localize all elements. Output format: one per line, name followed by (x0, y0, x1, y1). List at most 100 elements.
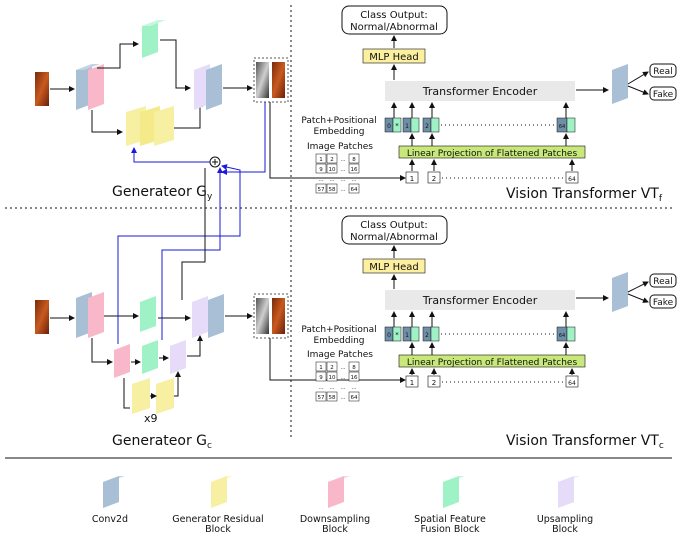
patch-cell-label: 64 (351, 395, 358, 401)
generated-scan-image (272, 298, 285, 334)
patch-cell (315, 183, 327, 194)
svg-text:Linear Projection of Flattened: Linear Projection of Flattened Patches (407, 358, 578, 368)
patch-cell-label: 9 (319, 375, 323, 381)
svg-text:Real: Real (653, 67, 672, 77)
patch-cell-label: 8 (352, 365, 356, 371)
patch-cell-label: ... (340, 187, 345, 193)
class-output-box (341, 5, 448, 35)
patch-cell-label: ... (318, 385, 323, 391)
patch-cell-label: 1 (319, 157, 323, 163)
linear-projection (398, 354, 586, 368)
patch-box (565, 375, 579, 388)
svg-text:Embedding: Embedding (313, 127, 364, 137)
input-scan-image (35, 300, 49, 334)
legend-swatch (443, 476, 459, 508)
patch-cell (348, 153, 360, 164)
input-scan-image (35, 72, 49, 106)
svg-text:Embedding: Embedding (313, 336, 364, 346)
mlp-head (362, 258, 426, 274)
fusion-block (140, 296, 156, 332)
patch-cell-label: 57 (318, 395, 325, 401)
downsampling-block (88, 292, 104, 338)
svg-text:64: 64 (568, 380, 576, 387)
patch-cell-label: ... (329, 177, 334, 183)
svg-text:MLP Head: MLP Head (369, 52, 419, 63)
svg-text:64: 64 (559, 124, 565, 130)
svg-text:Transformer Encoder: Transformer Encoder (422, 85, 538, 98)
legend-swatch (211, 476, 227, 508)
patch-cell-label: ... (351, 177, 356, 183)
patch-cell (348, 361, 360, 372)
generated-gray-image (256, 62, 269, 98)
linear-projection (398, 145, 586, 159)
svg-text:1: 1 (410, 175, 414, 183)
svg-text:Transformer Encoder: Transformer Encoder (422, 294, 538, 307)
patch-cell-label: 64 (351, 187, 358, 193)
legend-label: Fusion Block (420, 524, 480, 533)
svg-text:0: 0 (387, 123, 391, 130)
patch-cell-label: 1 (319, 365, 323, 371)
patch-cell (326, 391, 338, 402)
legend-label: Downsampling (300, 514, 370, 525)
transformer-encoder (385, 290, 575, 310)
downsampling-block (114, 344, 130, 378)
generator-bottom: x9 Generateor Gc (35, 164, 406, 451)
svg-text:2: 2 (432, 175, 436, 183)
svg-text:MLP Head: MLP Head (369, 262, 419, 273)
legend-label: Block (322, 524, 348, 533)
output-conv-block (612, 272, 628, 312)
patch-cell (348, 163, 360, 174)
svg-text:Image Patches: Image Patches (307, 142, 373, 152)
real-output (649, 63, 677, 78)
patch-cell (315, 371, 327, 382)
svg-text:64: 64 (568, 176, 576, 183)
patch-cell-label: 9 (319, 167, 323, 173)
patch-cell (348, 371, 360, 382)
patch-cell-label: 8 (352, 157, 356, 163)
svg-text:Linear Projection of Flattened: Linear Projection of Flattened Patches (407, 149, 578, 159)
patch-cell (326, 371, 338, 382)
patch-cell-label: ... (340, 177, 345, 183)
vit-label: Vision Transformer VTf (506, 186, 663, 204)
patch-cell-label: 10 (329, 375, 336, 381)
svg-text:1: 1 (410, 379, 414, 387)
legend-label: Conv2d (92, 514, 128, 525)
svg-text:Normal/Abnormal: Normal/Abnormal (350, 232, 438, 243)
svg-text:Patch+Positional: Patch+Positional (301, 325, 376, 335)
patch-cell-label: 2 (330, 365, 334, 371)
legend-label: Block (552, 524, 578, 533)
svg-text:64: 64 (559, 333, 565, 339)
patch-cell-label: ... (318, 177, 323, 183)
transformer-encoder (385, 81, 575, 101)
legend-label: Generator Residual (172, 514, 263, 525)
upsampling-block (192, 296, 208, 338)
patch-cell (315, 391, 327, 402)
patch-cell-label: ... (351, 385, 356, 391)
svg-text:2: 2 (425, 123, 429, 130)
patch-cell-label: 58 (329, 187, 336, 193)
legend-label: Block (205, 524, 231, 533)
svg-text:Patch+Positional: Patch+Positional (301, 116, 376, 126)
patch-cell-label: ... (340, 365, 345, 371)
svg-text:Class Output:: Class Output: (360, 220, 428, 231)
svg-text:Class Output:: Class Output: (360, 10, 428, 21)
vit-label: Vision Transformer VTc (506, 433, 664, 451)
patch-cell (326, 163, 338, 174)
patch-box (405, 171, 419, 184)
patch-cell-label: ... (340, 375, 345, 381)
vit-bottom: Class Output: Normal/Abnormal MLP Head T… (301, 215, 677, 451)
generated-gray-image (256, 298, 269, 334)
svg-text:2: 2 (432, 379, 436, 387)
svg-text:1: 1 (405, 123, 409, 130)
upsampling-block (170, 340, 186, 374)
residual-block (156, 378, 174, 414)
generator-top: Generateor Gy (35, 20, 406, 202)
patch-cell (315, 361, 327, 372)
conv-block (208, 294, 224, 338)
patch-cell-label: 16 (351, 375, 358, 381)
generator-label: Generateor Gc (112, 433, 212, 451)
